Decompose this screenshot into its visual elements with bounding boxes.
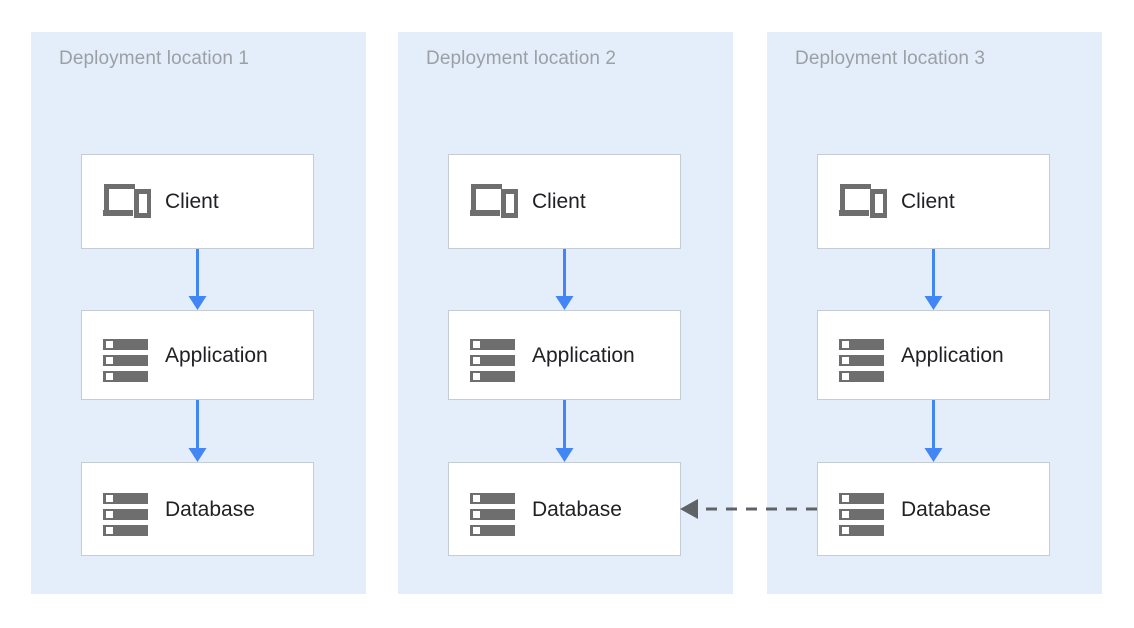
server-bar — [839, 525, 884, 536]
node-label: Database — [532, 497, 622, 521]
devices-icon-glyph — [103, 183, 152, 218]
server-bar — [103, 525, 148, 536]
server-icon — [103, 333, 151, 382]
server-icon — [839, 333, 887, 382]
server-bar-led — [842, 511, 849, 518]
server-icon — [103, 487, 151, 536]
server-icon — [470, 487, 518, 536]
server-bar — [103, 509, 148, 520]
server-bar — [470, 525, 515, 536]
node-database-3[interactable]: Database — [817, 462, 1050, 556]
server-bar-led — [106, 373, 113, 380]
server-bar — [470, 509, 515, 520]
server-bar-led — [473, 495, 480, 502]
node-label: Application — [165, 343, 268, 367]
devices-icon-glyph — [470, 183, 519, 218]
node-client-1[interactable]: Client — [81, 154, 314, 249]
devices-icon — [470, 180, 519, 224]
node-application-1[interactable]: Application — [81, 310, 314, 400]
server-bar — [470, 493, 515, 504]
server-bar-led — [106, 511, 113, 518]
server-bar — [103, 371, 148, 382]
server-bar — [470, 355, 515, 366]
server-bar-led — [842, 357, 849, 364]
node-label: Client — [901, 190, 955, 213]
node-label: Application — [532, 343, 635, 367]
server-icon — [470, 333, 518, 382]
server-bar — [470, 371, 515, 382]
server-icon — [839, 487, 887, 536]
server-bar — [839, 371, 884, 382]
server-bar — [839, 355, 884, 366]
server-bar-led — [473, 527, 480, 534]
devices-icon-glyph — [839, 183, 888, 218]
node-database-2[interactable]: Database — [448, 462, 681, 556]
server-bar-led — [106, 357, 113, 364]
server-bar-led — [473, 357, 480, 364]
node-label: Database — [901, 497, 991, 521]
server-bar-led — [842, 527, 849, 534]
server-bar-led — [106, 495, 113, 502]
server-bar-led — [473, 341, 480, 348]
node-label: Client — [165, 190, 219, 213]
server-bar-led — [106, 341, 113, 348]
node-label: Client — [532, 190, 586, 213]
server-bar-led — [106, 527, 113, 534]
devices-icon — [839, 180, 888, 224]
node-client-2[interactable]: Client — [448, 154, 681, 249]
server-bar-led — [842, 373, 849, 380]
server-bar-led — [842, 341, 849, 348]
node-client-3[interactable]: Client — [817, 154, 1050, 249]
node-application-3[interactable]: Application — [817, 310, 1050, 400]
server-bar-led — [473, 511, 480, 518]
node-label: Database — [165, 497, 255, 521]
node-label: Application — [901, 343, 1004, 367]
server-bar — [839, 493, 884, 504]
server-bar — [103, 355, 148, 366]
node-database-1[interactable]: Database — [81, 462, 314, 556]
server-bar — [839, 339, 884, 350]
server-bar — [103, 493, 148, 504]
devices-icon — [103, 180, 152, 224]
server-bar-led — [473, 373, 480, 380]
panel-title: Deployment location 3 — [795, 48, 986, 69]
panel-title: Deployment location 2 — [426, 48, 617, 69]
server-bar — [839, 509, 884, 520]
panel-title: Deployment location 1 — [59, 48, 250, 69]
node-application-2[interactable]: Application — [448, 310, 681, 400]
server-bar — [103, 339, 148, 350]
server-bar — [470, 339, 515, 350]
server-bar-led — [842, 495, 849, 502]
